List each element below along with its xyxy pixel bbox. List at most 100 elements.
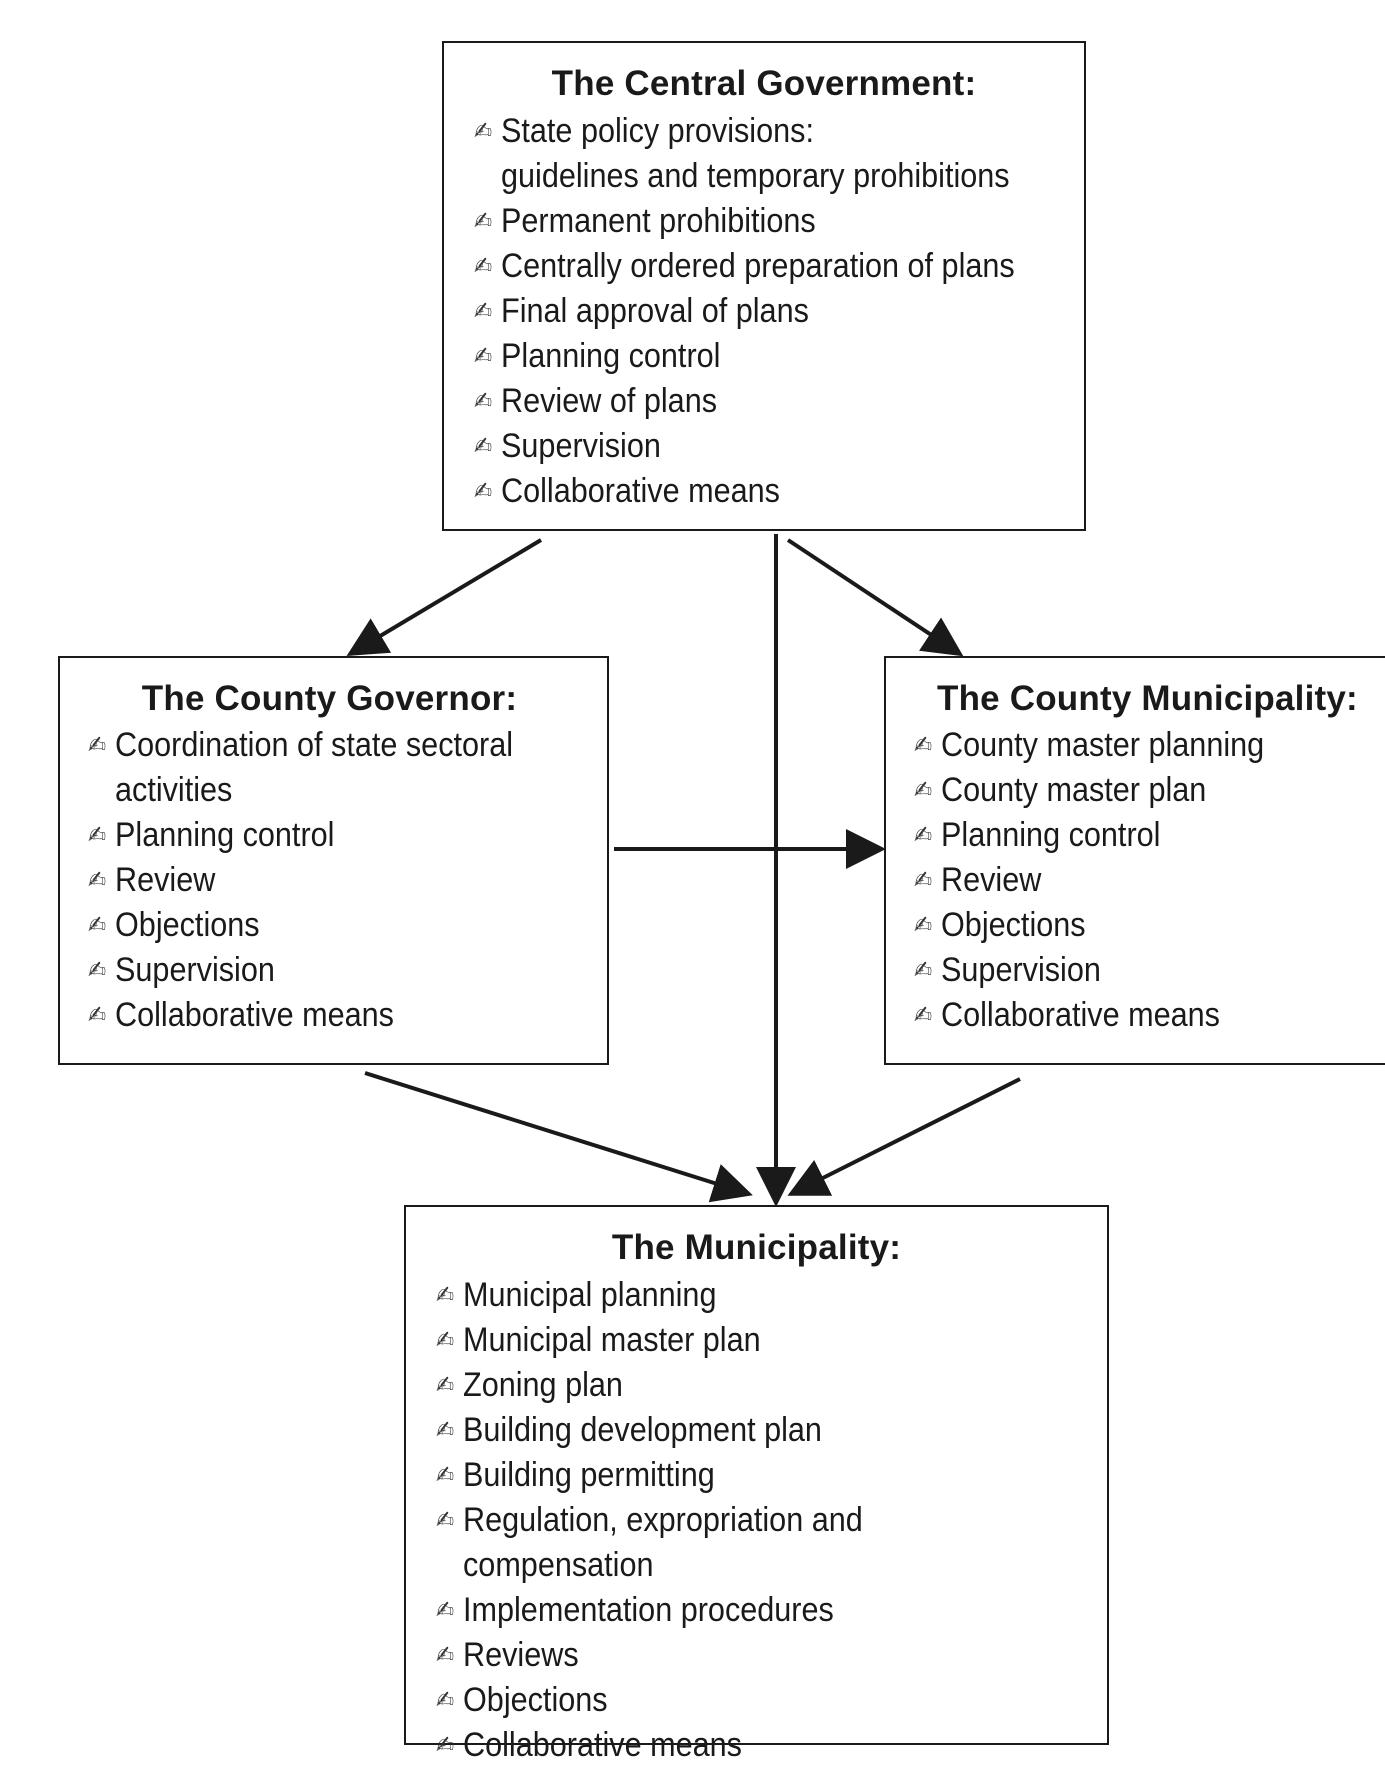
list-item-text: Zoning plan (463, 1366, 623, 1404)
list-item: ✍ Objections (914, 903, 1353, 948)
list-item-text: State policy provisions: guidelines and … (501, 112, 1010, 195)
arrow-county-municipality-to-municipality (787, 1077, 1021, 1196)
central-government-box: The Central Government: ✍State policy pr… (442, 41, 1086, 531)
list-item-text: Municipal planning (463, 1276, 717, 1314)
list-item-text: Building development plan (463, 1411, 822, 1449)
central-government-list: ✍ State policy provisions: guidelines and… (444, 109, 1084, 514)
list-item: ✍ Objections (436, 1678, 1040, 1723)
list-item: ✍ Coordination of state sectoral activiti… (88, 723, 555, 813)
list-item-text: County master planning (941, 726, 1265, 764)
list-item-text: Final approval of plans (501, 292, 809, 330)
list-item: ✍ Municipal planning (436, 1273, 1040, 1318)
list-item-text: Planning control (501, 337, 721, 375)
list-item-text: Collaborative means (941, 996, 1220, 1034)
writing-hand-icon: ✍ (914, 731, 933, 759)
list-item: ✍ Municipal master plan (436, 1318, 1040, 1363)
writing-hand-icon: ✍ (436, 1686, 455, 1714)
county-governor-title: The County Governor: (141, 679, 518, 718)
writing-hand-icon: ✍ (914, 1001, 933, 1029)
writing-hand-icon: ✍ (474, 207, 493, 235)
list-item: ✍ Final approval of plans (474, 289, 1023, 334)
county-governor-box: The County Governor: ✍ Coordination of st… (58, 656, 609, 1065)
county-municipality-title: The County Municipality: (937, 679, 1358, 718)
writing-hand-icon: ✍ (914, 776, 933, 804)
writing-hand-icon: ✍ (88, 1001, 107, 1029)
writing-hand-icon: ✍ (474, 432, 493, 460)
list-item-text: Collaborative means (501, 472, 780, 510)
list-item: ✍ State policy provisions: guidelines and… (474, 109, 1023, 199)
list-item-text: Review (941, 861, 1042, 899)
list-item: ✍ Review of plans (474, 379, 1023, 424)
list-item-text: Review (115, 861, 216, 899)
writing-hand-icon: ✍ (436, 1596, 455, 1624)
list-item: ✍Collaborative means (88, 993, 555, 1038)
list-item: ✍ Review (914, 858, 1353, 903)
list-item: ✍ Collaborative means (474, 469, 1023, 514)
writing-hand-icon: ✍ (436, 1281, 455, 1309)
list-item: ✍ Supervision (474, 424, 1023, 469)
list-item-text: Planning control (115, 816, 335, 854)
list-item-text: Planning control (941, 816, 1161, 854)
county-municipality-list: ✍ County master planning ✍County master pl… (886, 723, 1385, 1038)
list-item: ✍Reviews (436, 1633, 1040, 1678)
list-item: ✍ Supervision (88, 948, 555, 993)
list-item: ✍Planning control (88, 813, 555, 858)
writing-hand-icon: ✍ (436, 1326, 455, 1354)
writing-hand-icon: ✍ (474, 252, 493, 280)
municipality-list: ✍ Municipal planning ✍ Municipal master pla… (406, 1273, 1107, 1768)
list-item-text: Objections (941, 906, 1086, 944)
municipality-box: The Municipality: ✍Municipal planning✍Mu… (404, 1205, 1109, 1764)
list-item: ✍ Building permitting (436, 1453, 1040, 1498)
list-item-text: Permanent prohibitions (501, 202, 816, 240)
writing-hand-icon: ✍ (474, 342, 493, 370)
writing-hand-icon: ✍ (436, 1371, 455, 1399)
list-item: ✍ Review (88, 858, 555, 903)
list-item-text: Municipal master plan (463, 1321, 761, 1359)
list-item: ✍ Objections (88, 903, 555, 948)
list-item-text: Supervision (501, 427, 661, 465)
list-item: ✍Supervision (914, 948, 1353, 993)
list-item-text: Objections (115, 906, 260, 944)
list-item-text: Supervision (115, 951, 275, 989)
list-item-text: Reviews (463, 1636, 579, 1674)
list-item: ✍ Zoning plan (436, 1363, 1040, 1408)
writing-hand-icon: ✍ (436, 1506, 455, 1534)
list-item-text: Implementation procedures (463, 1591, 834, 1629)
writing-hand-icon: ✍ (474, 297, 493, 325)
list-item-text: Centrally ordered preparation of plans (501, 247, 1015, 285)
list-item-text: Building permitting (463, 1456, 715, 1494)
list-item: ✍ Regulation, expropriation and compensat… (436, 1498, 1040, 1588)
list-item: ✍ Building development plan (436, 1408, 1040, 1453)
list-item: ✍ Centrally ordered preparation of plans (474, 244, 1023, 289)
list-item: ✍ County master planning (914, 723, 1353, 768)
writing-hand-icon: ✍ (474, 387, 493, 415)
writing-hand-icon: ✍ (914, 821, 933, 849)
county-governor-list: ✍ Coordination of state sectoral activiti… (60, 723, 607, 1038)
arrow-central-to-governor (346, 538, 543, 657)
list-item: ✍ Collaborative means (436, 1723, 1040, 1768)
writing-hand-icon: ✍ (914, 866, 933, 894)
connector-arrows (346, 534, 1021, 1207)
writing-hand-icon: ✍ (436, 1731, 455, 1759)
writing-hand-icon: ✍ (88, 866, 107, 894)
list-item-text: Review of plans (501, 382, 718, 420)
list-item: ✍ Collaborative means (914, 993, 1353, 1038)
writing-hand-icon: ✍ (474, 477, 493, 505)
arrow-governor-to-municipality (364, 1071, 753, 1203)
list-item-text: Objections (463, 1681, 608, 1719)
writing-hand-icon: ✍ (88, 956, 107, 984)
writing-hand-icon: ✍ (88, 911, 107, 939)
writing-hand-icon: ✍ (88, 731, 107, 759)
list-item: ✍ Planning control (914, 813, 1353, 858)
writing-hand-icon: ✍ (914, 911, 933, 939)
list-item: ✍ Planning control (474, 334, 1023, 379)
list-item-text: Collaborative means (463, 1726, 742, 1764)
writing-hand-icon: ✍ (914, 956, 933, 984)
writing-hand-icon: ✍ (436, 1461, 455, 1489)
writing-hand-icon: ✍ (474, 117, 493, 145)
writing-hand-icon: ✍ (436, 1416, 455, 1444)
list-item-text: Regulation, expropriation and compensati… (463, 1501, 863, 1584)
list-item: ✍ Implementation procedures (436, 1588, 1040, 1633)
list-item: ✍County master plan (914, 768, 1353, 813)
list-item-text: Coordination of state sectoral activitie… (115, 726, 514, 809)
